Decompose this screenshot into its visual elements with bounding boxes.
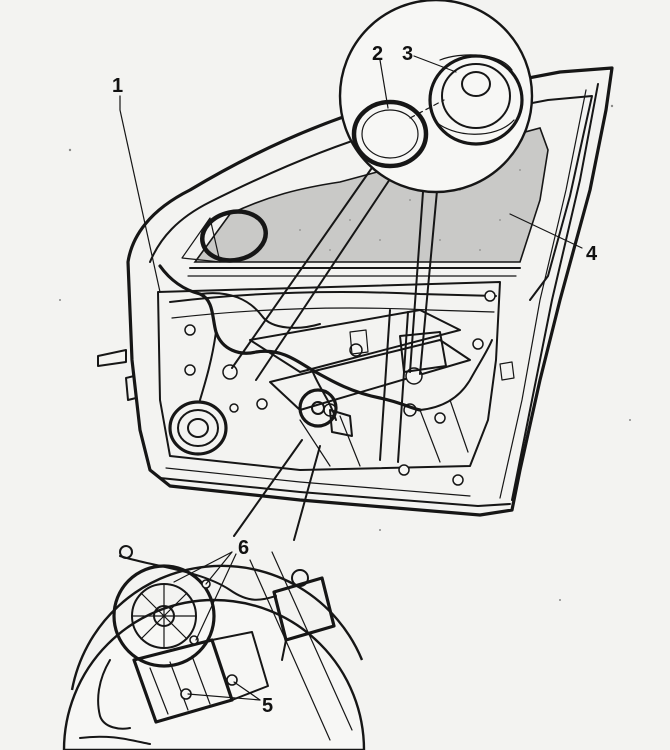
mounting-holes <box>184 290 496 486</box>
leader-2 <box>379 59 389 109</box>
harness-branch-1 <box>199 292 321 329</box>
callout-6: 6 <box>238 537 249 559</box>
motor-gear-spokes <box>131 583 197 649</box>
vertical-guide <box>379 309 409 463</box>
mirror-mount <box>181 217 221 263</box>
panel-outline <box>157 281 501 471</box>
leader-lines <box>119 55 583 701</box>
mirror-oval <box>200 209 268 263</box>
callout-1: 1 <box>112 75 123 97</box>
connector-right <box>499 361 515 381</box>
flange-part-3-outer <box>428 54 524 146</box>
zoom-wire-3 <box>79 735 151 745</box>
bottom-zoom-pointer-left <box>233 439 303 537</box>
top-zoom-pointer-left <box>231 161 397 381</box>
top-zoom-pointer-right <box>409 177 439 375</box>
flange-part-3-detail <box>433 54 515 135</box>
leader-5a <box>187 693 261 701</box>
speaker-cone <box>187 418 209 438</box>
left-connectors <box>97 349 515 401</box>
zoom-rails <box>249 551 353 741</box>
bottom-struts <box>299 399 469 467</box>
upper-rail-2 <box>171 307 495 319</box>
regulator-rail-b <box>269 339 471 411</box>
leader-6b <box>205 551 233 585</box>
zoom-wire-1 <box>119 555 277 601</box>
lock-mechanism <box>399 331 447 373</box>
callout-labels: 1 2 3 4 5 6 <box>112 43 598 717</box>
motor-hub <box>311 401 325 415</box>
upper-rail <box>169 291 497 303</box>
top-zoom <box>231 0 534 381</box>
scan-specks <box>59 104 631 601</box>
leader-1 <box>119 95 161 293</box>
motor-body <box>329 409 353 437</box>
harness-branch-3 <box>419 339 493 411</box>
harness-branch-2 <box>199 331 217 401</box>
part-2-3-dash <box>409 99 445 119</box>
frame-pillar-right-2 <box>499 89 587 499</box>
window-motor-small <box>298 388 353 437</box>
callout-5: 5 <box>262 695 273 717</box>
cap-part-2-outer <box>351 99 429 169</box>
callout-3: 3 <box>402 43 413 65</box>
speaker-outer <box>168 400 228 456</box>
flange-part-3-ring <box>441 63 511 129</box>
lock-handle <box>349 329 369 355</box>
connector-upper <box>97 349 127 367</box>
zoom-wire-2 <box>97 659 131 730</box>
zoom-bolt-left <box>119 545 133 559</box>
door-outer-outline <box>126 66 614 517</box>
door-bottom-sill <box>159 477 511 507</box>
callout-4: 4 <box>586 243 598 265</box>
secondary-motor-shaft <box>281 639 287 661</box>
door-frame <box>126 66 614 517</box>
motor-gear <box>298 388 338 428</box>
callout-2: 2 <box>372 43 383 65</box>
door-speaker <box>168 400 228 456</box>
leader-3 <box>413 55 457 73</box>
regulator-rail-a <box>249 309 461 373</box>
leader-5b <box>233 681 261 701</box>
connector-lower <box>125 375 137 401</box>
door-lower-edge <box>165 467 471 497</box>
frame-pillar-right <box>511 83 599 501</box>
leader-6a <box>173 551 233 583</box>
cap-part-2-inner <box>361 109 419 159</box>
top-zoom-lens <box>338 0 534 194</box>
bottom-zoom-pointer-right <box>293 445 321 541</box>
inner-panel <box>157 281 501 486</box>
leader-6c <box>195 553 237 641</box>
speaker-ring <box>177 409 219 447</box>
flange-part-3-shaft <box>461 71 491 97</box>
bottom-zoom <box>62 439 366 750</box>
secondary-motor-fastener <box>291 569 309 587</box>
leader-4 <box>509 213 583 249</box>
